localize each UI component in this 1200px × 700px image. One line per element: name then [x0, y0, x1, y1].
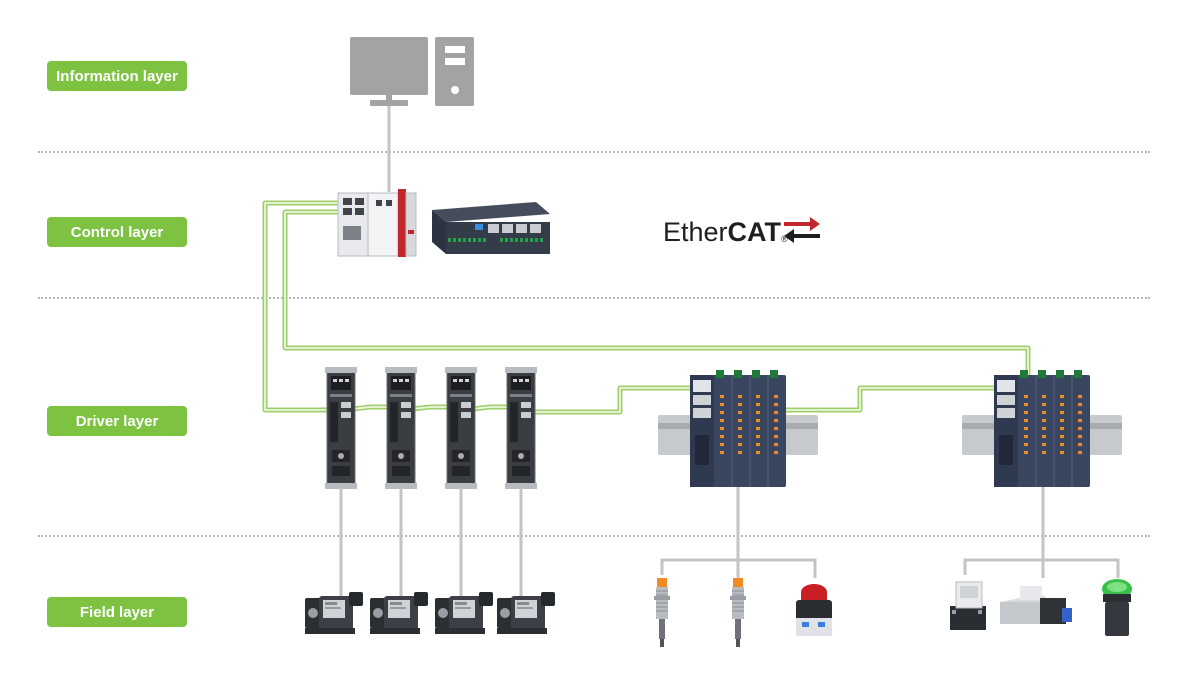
- relay-icon: [950, 581, 986, 630]
- pc-tower-icon: [435, 37, 474, 106]
- ethercat-logo-reg: ®: [781, 234, 788, 244]
- layer-label-control: Control layer: [47, 217, 187, 247]
- divider-control-driver: [38, 297, 1150, 299]
- servo-motor-icon: [370, 592, 428, 634]
- layer-label-information: Information layer: [47, 61, 187, 91]
- servo-motor-icon: [435, 592, 493, 634]
- ethercat-logo: Ether CAT ®: [663, 214, 822, 248]
- ethercat-logo-ether: Ether: [663, 217, 728, 247]
- servo-drive-icon: [504, 366, 538, 490]
- proximity-sensor-icon: [653, 577, 671, 648]
- monitor-icon: [350, 37, 428, 106]
- ethercat-arrows-icon: [783, 217, 820, 243]
- servo-drive-icon: [444, 366, 478, 490]
- servo-motor-icon: [497, 592, 555, 634]
- push-button-icon: [796, 584, 832, 636]
- layer-label-driver: Driver layer: [47, 406, 187, 436]
- divider-driver-field: [38, 535, 1150, 537]
- gateway-box-icon: [432, 202, 550, 254]
- indicator-light-icon: [1102, 579, 1132, 636]
- servo-drive-icon: [384, 366, 418, 490]
- proximity-sensor-icon: [729, 577, 747, 648]
- servo-drive-icon: [324, 366, 358, 490]
- divider-information-control: [38, 151, 1150, 153]
- field-cables: [339, 487, 1120, 598]
- layer-label-field: Field layer: [47, 597, 187, 627]
- plc-controller-icon: [337, 189, 417, 257]
- servo-motor-icon: [305, 592, 363, 634]
- solenoid-valve-icon: [1000, 586, 1072, 624]
- ethercat-logo-cat: CAT: [727, 217, 782, 247]
